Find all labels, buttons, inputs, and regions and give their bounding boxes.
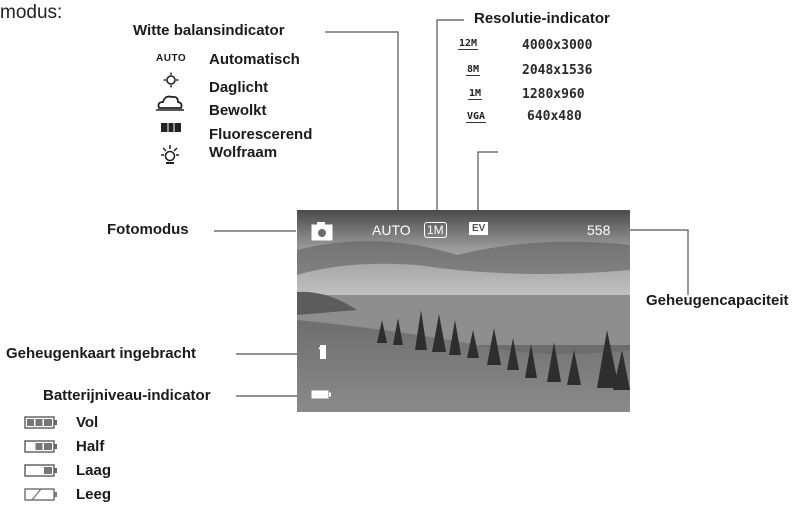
battery-full-osd-icon bbox=[311, 390, 331, 399]
osd-ev-icon: EV bbox=[469, 222, 489, 235]
white-balance-title: Witte balansindicator bbox=[133, 22, 285, 39]
res-icon-1m: 1M bbox=[468, 88, 483, 100]
camera-screen: AUTO 1M EV 558 bbox=[297, 210, 630, 412]
leader-memory-capacity bbox=[610, 229, 689, 295]
osd-wb: AUTO bbox=[372, 222, 411, 238]
battery-empty-icon bbox=[24, 488, 57, 501]
res-value-1m: 1280x960 bbox=[522, 87, 585, 102]
osd-shot-count: 558 bbox=[587, 222, 611, 238]
leader-white-balance bbox=[325, 31, 399, 210]
res-value-8m: 2048x1536 bbox=[522, 63, 593, 78]
memory-card-icon bbox=[318, 345, 326, 359]
battery-label-low: Laag bbox=[76, 462, 112, 479]
landscape-photo bbox=[297, 210, 630, 412]
wb-label-fluorescent: Fluorescerend bbox=[209, 126, 313, 143]
battery-label-full: Vol bbox=[76, 414, 99, 431]
callout-card-inserted: Geheugenkaart ingebracht bbox=[6, 345, 197, 362]
callout-photo-mode: Fotomodus bbox=[107, 221, 189, 238]
battery-low-icon bbox=[24, 464, 57, 477]
battery-full-icon bbox=[24, 416, 57, 429]
battery-label-half: Half bbox=[76, 438, 105, 455]
res-icon-8m: 8M bbox=[466, 64, 481, 76]
res-value-vga: 640x480 bbox=[527, 109, 582, 124]
daylight-icon bbox=[163, 72, 179, 88]
battery-half-icon bbox=[24, 440, 57, 453]
res-value-12m: 4000x3000 bbox=[522, 38, 593, 53]
wb-label-auto: Automatisch bbox=[209, 51, 300, 68]
res-icon-vga: VGA bbox=[466, 111, 487, 123]
leader-resolution bbox=[436, 19, 464, 210]
battery-label-empty: Leeg bbox=[76, 486, 112, 503]
leader-ev bbox=[477, 151, 498, 210]
osd-resolution: 1M bbox=[424, 222, 447, 238]
auto-wb-icon: AUTO bbox=[156, 53, 187, 64]
callout-battery: Batterijniveau-indicator bbox=[43, 387, 211, 404]
wb-label-tungsten: Wolfraam bbox=[209, 144, 278, 161]
cloudy-icon bbox=[156, 95, 184, 111]
camera-mode-icon bbox=[311, 222, 333, 241]
tungsten-icon bbox=[161, 145, 179, 164]
fluorescent-icon bbox=[161, 123, 181, 132]
header-fragment: modus: bbox=[0, 2, 63, 23]
wb-label-daylight: Daglicht bbox=[209, 79, 269, 96]
resolution-title: Resolutie-indicator bbox=[474, 10, 610, 27]
callout-memory-capacity: Geheugencapaciteit bbox=[646, 292, 789, 309]
res-icon-12m: 12M bbox=[458, 38, 479, 50]
wb-label-cloudy: Bewolkt bbox=[209, 102, 267, 119]
